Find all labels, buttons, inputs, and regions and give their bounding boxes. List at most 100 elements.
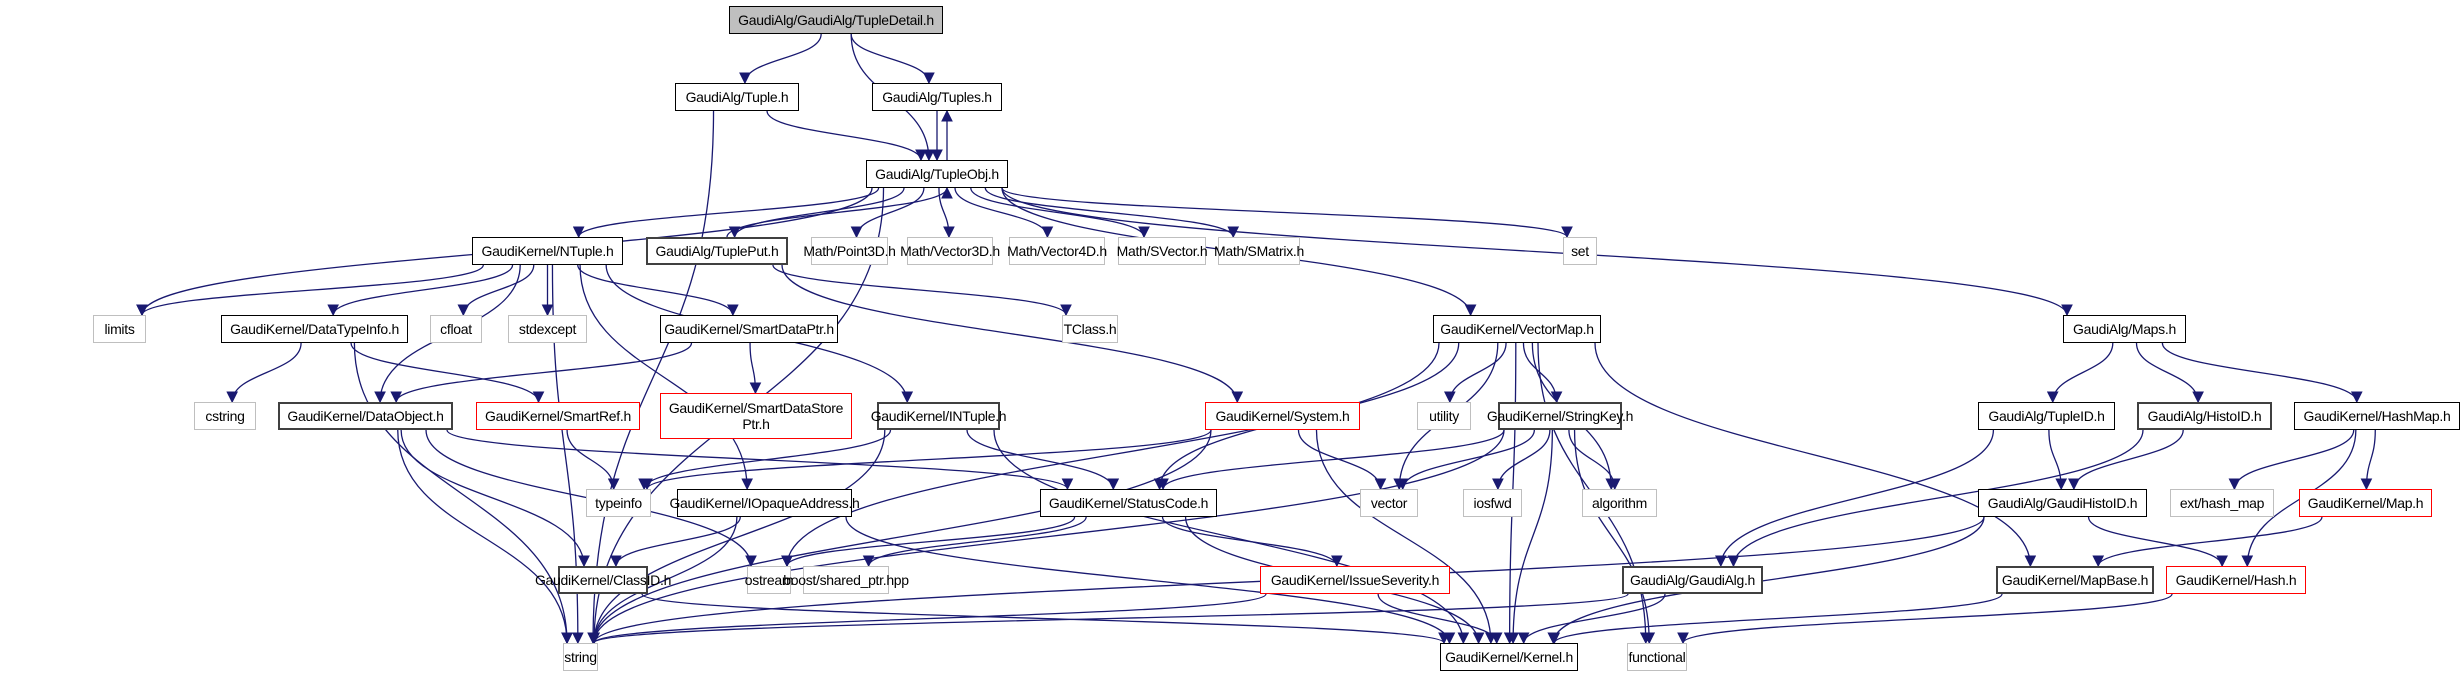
edge-vectormap-to-mapbase — [1594, 342, 2037, 568]
graph-node-statuscode[interactable]: GaudiKernel/StatusCode.h — [1040, 489, 1217, 517]
graph-node-utility[interactable]: utility — [1417, 402, 1471, 430]
edge-gaudihistoid-to-kernel — [1547, 516, 1985, 645]
edge-system-to-typeinfo — [641, 429, 1212, 491]
graph-node-shared_ptr[interactable]: boost/shared_ptr.hpp — [783, 566, 909, 594]
graph-node-datatypeinfo[interactable]: GaudiKernel/DataTypeInfo.h — [221, 315, 408, 343]
graph-node-hashmap[interactable]: GaudiKernel/HashMap.h — [2294, 402, 2460, 430]
edge-tupleobj-to-vector4d — [954, 187, 1054, 239]
graph-node-issueseverity[interactable]: GaudiKernel/IssueSeverity.h — [1260, 566, 1450, 594]
graph-node-vector3d[interactable]: Math/Vector3D.h — [900, 237, 1000, 265]
graph-node-stringkey[interactable]: GaudiKernel/StringKey.h — [1487, 402, 1633, 430]
graph-node-maps[interactable]: GaudiAlg/Maps.h — [2063, 315, 2186, 343]
edge-stringkey-to-vector — [1396, 429, 1535, 491]
graph-node-vectormap[interactable]: GaudiKernel/VectorMap.h — [1433, 315, 1601, 343]
edge-histoid-to-gaudihistoid — [2068, 429, 2184, 491]
graph-node-cfloat[interactable]: cfloat — [430, 315, 482, 343]
graph-node-iopaqueaddress[interactable]: GaudiKernel/IOpaqueAddress.h — [669, 489, 860, 517]
edge-intuple-to-string — [588, 429, 886, 645]
graph-node-gaudihistoid[interactable]: GaudiAlg/GaudiHistoID.h — [1978, 489, 2147, 517]
edge-tupleobj-to-tupleput — [728, 187, 905, 239]
edge-tupleobj-to-ntuple — [572, 187, 880, 239]
graph-node-iosfwd[interactable]: iosfwd — [1463, 489, 1522, 517]
edge-tupleid-to-gaudihistoid — [2048, 429, 2068, 491]
graph-node-classid[interactable]: GaudiKernel/ClassID.h — [535, 566, 671, 594]
edge-stringkey-to-functional — [1573, 429, 1656, 645]
edge-stringkey-to-kernel — [1507, 429, 1553, 645]
edge-stringkey-to-iosfwd — [1492, 429, 1551, 491]
graph-node-ostream[interactable]: ostream — [745, 566, 794, 594]
graph-node-hash_map[interactable]: ext/hash_map — [2170, 489, 2274, 517]
edge-intuple-to-statuscode — [966, 429, 1120, 491]
edge-intuple-to-kernel — [993, 429, 1470, 645]
edge-hash-to-functional — [1677, 593, 2173, 645]
edge-map-to-mapbase — [2092, 516, 2323, 568]
graph-node-tclass[interactable]: TClass.h — [1062, 315, 1118, 343]
graph-node-tupleid[interactable]: GaudiAlg/TupleID.h — [1978, 402, 2115, 430]
graph-node-smartref[interactable]: GaudiKernel/SmartRef.h — [476, 402, 640, 430]
edge-ntuple-to-iopaqueaddress — [579, 264, 753, 491]
graph-node-ntuple[interactable]: GaudiKernel/NTuple.h — [472, 237, 623, 265]
edge-system-to-string — [588, 429, 1212, 645]
edge-maps-to-hashmap — [2161, 342, 2363, 404]
edge-classid-to-kernel — [641, 593, 1450, 645]
graph-node-typeinfo[interactable]: typeinfo — [586, 489, 651, 517]
edge-datatypeinfo-to-smartref — [350, 342, 545, 404]
edge-tupleid-to-gaudialg — [1715, 429, 1995, 568]
graph-node-tupleobj[interactable]: GaudiAlg/TupleObj.h — [866, 160, 1008, 188]
edge-mapbase-to-kernel — [1548, 593, 2003, 645]
edge-tupleput-to-system — [781, 264, 1244, 404]
graph-node-kernel[interactable]: GaudiKernel/Kernel.h — [1440, 643, 1578, 671]
edge-iopaqueaddress-to-kernel — [845, 516, 1456, 645]
edge-smartref-to-typeinfo — [566, 429, 620, 491]
edge-vectormap-to-ostream — [781, 342, 1440, 568]
graph-node-histoid[interactable]: GaudiAlg/HistoID.h — [2137, 402, 2272, 430]
graph-node-tuples[interactable]: GaudiAlg/Tuples.h — [872, 83, 1002, 111]
edge-system-to-kernel — [1315, 429, 1497, 645]
graph-node-vector[interactable]: vector — [1360, 489, 1418, 517]
edge-tupledetail-to-tuple — [739, 33, 822, 85]
edge-issueseverity-to-string — [588, 593, 1267, 645]
graph-node-smatrix[interactable]: Math/SMatrix.h — [1214, 237, 1304, 265]
graph-node-set[interactable]: set — [1563, 237, 1597, 265]
edge-hashmap-to-hash_map — [2228, 429, 2355, 491]
graph-node-stdexcept[interactable]: stdexcept — [508, 315, 587, 343]
edge-intuple-to-typeinfo — [638, 429, 892, 491]
edge-stringkey-to-string — [588, 429, 1505, 645]
edge-tupleput-to-tupleobj — [726, 186, 953, 238]
graph-node-intuple[interactable]: GaudiKernel/INTuple.h — [871, 402, 1007, 430]
graph-node-vector4d[interactable]: Math/Vector4D.h — [1007, 237, 1107, 265]
edge-dataobject-to-string — [397, 429, 573, 645]
graph-node-cstring[interactable]: cstring — [194, 402, 256, 430]
edge-iopaqueaddress-to-classid — [610, 516, 741, 568]
edge-datatypeinfo-to-string — [353, 342, 573, 645]
graph-node-system[interactable]: GaudiKernel/System.h — [1205, 402, 1360, 430]
graph-node-tupledetail[interactable]: GaudiAlg/GaudiAlg/TupleDetail.h — [729, 6, 943, 34]
edge-statuscode-to-shared_ptr — [862, 516, 1087, 568]
graph-node-functional[interactable]: functional — [1627, 643, 1687, 671]
edge-smartdataptr-to-dataobject — [390, 342, 693, 404]
edge-tuple-to-tupleobj — [766, 110, 927, 162]
graph-node-map[interactable]: GaudiKernel/Map.h — [2299, 489, 2432, 517]
edge-tuple-to-string — [587, 110, 715, 645]
edge-tupleobj-to-svector — [970, 187, 1150, 239]
edge-stringkey-to-algorithm — [1568, 429, 1621, 491]
graph-node-point3d[interactable]: Math/Point3D.h — [803, 237, 896, 265]
graph-node-limits[interactable]: limits — [93, 315, 146, 343]
edge-tupleobj-to-point3d — [850, 187, 925, 239]
graph-node-mapbase[interactable]: GaudiKernel/MapBase.h — [1996, 566, 2154, 594]
edge-vectormap-to-utility — [1444, 342, 1507, 404]
edge-tupleput-to-tclass — [772, 264, 1072, 317]
graph-node-svector[interactable]: Math/SVector.h — [1117, 237, 1208, 265]
graph-node-string[interactable]: string — [563, 643, 598, 671]
graph-node-hash[interactable]: GaudiKernel/Hash.h — [2166, 566, 2306, 594]
graph-node-dataobject[interactable]: GaudiKernel/DataObject.h — [278, 402, 453, 430]
edge-hashmap-to-map — [2360, 429, 2376, 491]
graph-node-tuple[interactable]: GaudiAlg/Tuple.h — [675, 83, 799, 111]
graph-node-tupleput[interactable]: GaudiAlg/TuplePut.h — [646, 237, 788, 265]
graph-node-smartdatastoreptr[interactable]: GaudiKernel/SmartDataStore Ptr.h — [660, 393, 852, 439]
edge-tupledetail-to-tuples — [850, 33, 935, 85]
edge-ntuple-to-smartdataptr — [577, 264, 739, 317]
graph-node-gaudialg[interactable]: GaudiAlg/GaudiAlg.h — [1622, 566, 1763, 594]
graph-node-algorithm[interactable]: algorithm — [1582, 489, 1657, 517]
graph-node-smartdataptr[interactable]: GaudiKernel/SmartDataPtr.h — [660, 315, 838, 343]
